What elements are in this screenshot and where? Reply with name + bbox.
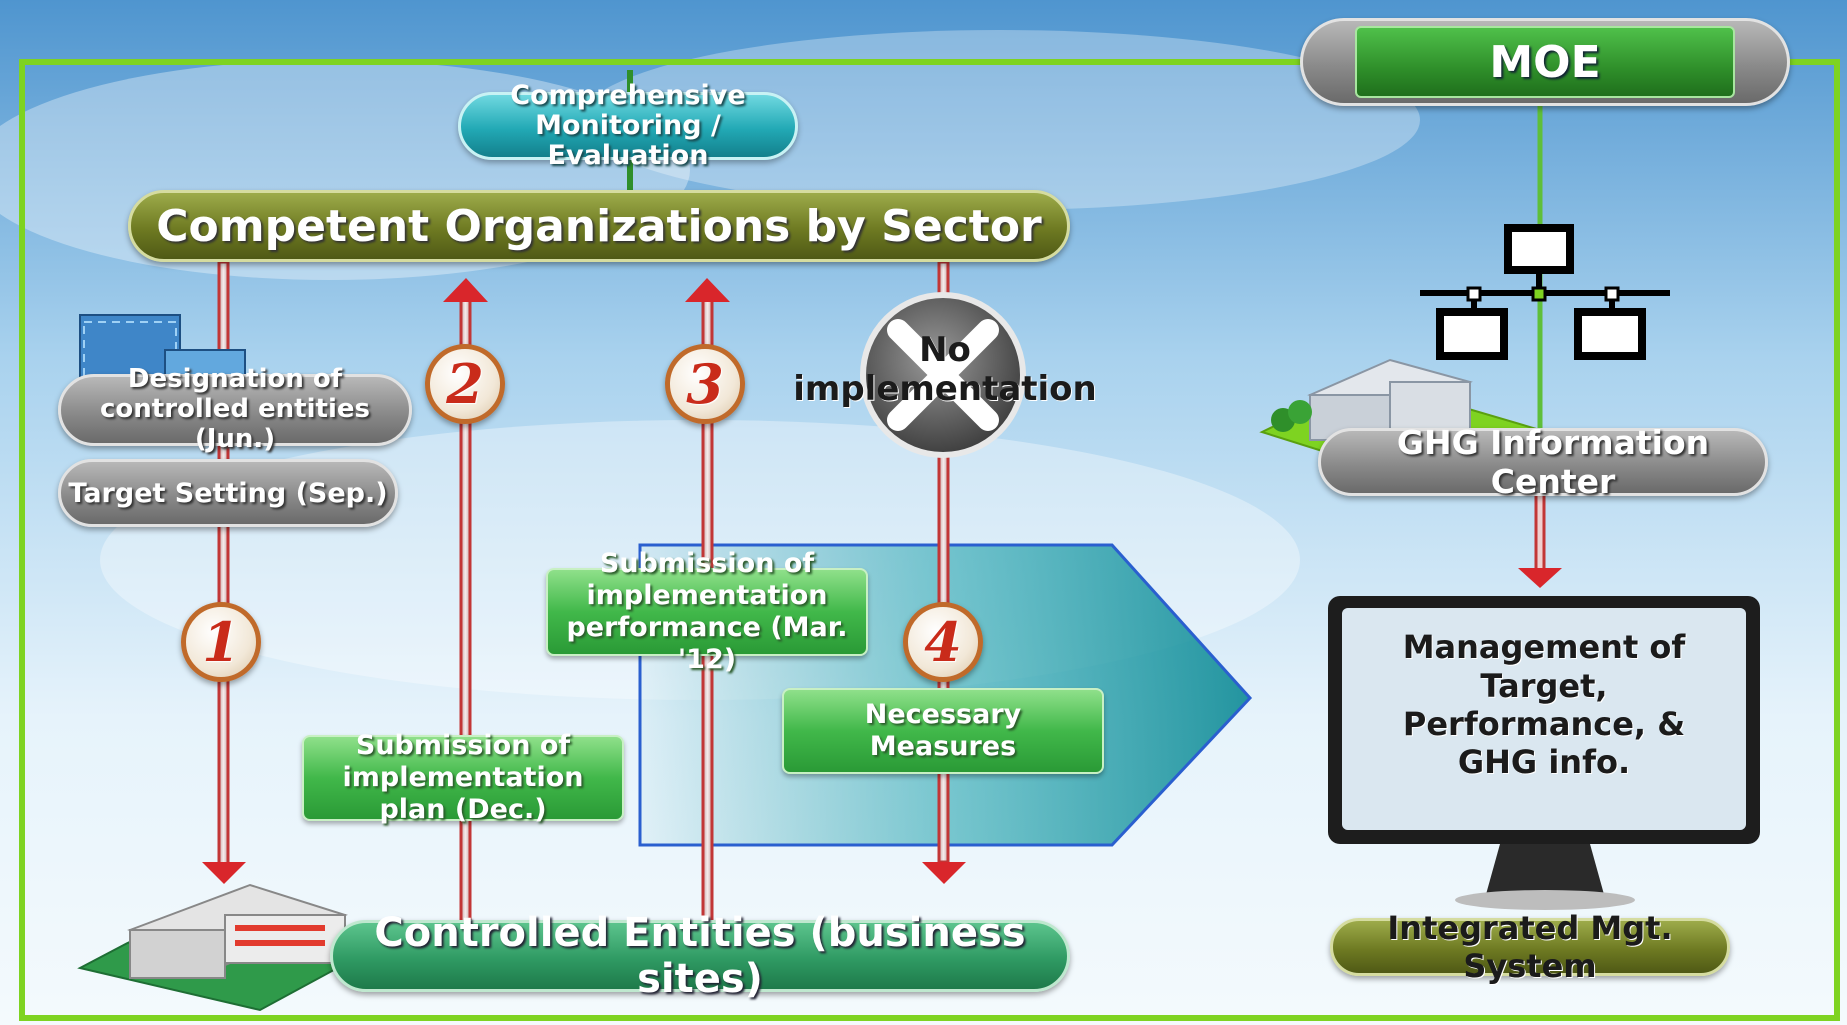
necessary-measures-box: Necessary Measures bbox=[782, 688, 1104, 774]
integrated-mgt-system-text: Integrated Mgt. System bbox=[1387, 909, 1673, 985]
no-implementation-x-icon bbox=[860, 292, 1026, 458]
step-number-3: 3 bbox=[665, 344, 745, 424]
implementation-performance-box: Submission of implementation performance… bbox=[546, 548, 868, 675]
moe-frame: MOE bbox=[1300, 18, 1790, 106]
ghg-information-center-label: GHG Information Center bbox=[1318, 423, 1768, 501]
monitoring-evaluation-box: Comprehensive Monitoring / Evaluation bbox=[458, 80, 798, 171]
management-monitor-text: Management of Target, Performance, & GHG… bbox=[1402, 628, 1686, 782]
designation-step-label: Designation of controlled entities (Jun.… bbox=[58, 364, 412, 454]
controlled-entities-footer: Controlled Entities (business sites) bbox=[330, 910, 1070, 1002]
step-number-1: 1 bbox=[181, 602, 261, 682]
moe-label: MOE bbox=[1355, 26, 1735, 98]
target-setting-label: Target Setting (Sep.) bbox=[58, 459, 398, 527]
no-implementation-label: No implementation bbox=[793, 329, 1097, 409]
integrated-mgt-system-label: Integrated Mgt. System bbox=[1330, 909, 1730, 985]
step-number-4: 4 bbox=[903, 602, 983, 682]
step-number-2: 2 bbox=[425, 344, 505, 424]
competent-organizations-header: Competent Organizations by Sector bbox=[128, 190, 1070, 262]
implementation-plan-box: Submission of implementation plan (Dec.) bbox=[302, 730, 624, 825]
